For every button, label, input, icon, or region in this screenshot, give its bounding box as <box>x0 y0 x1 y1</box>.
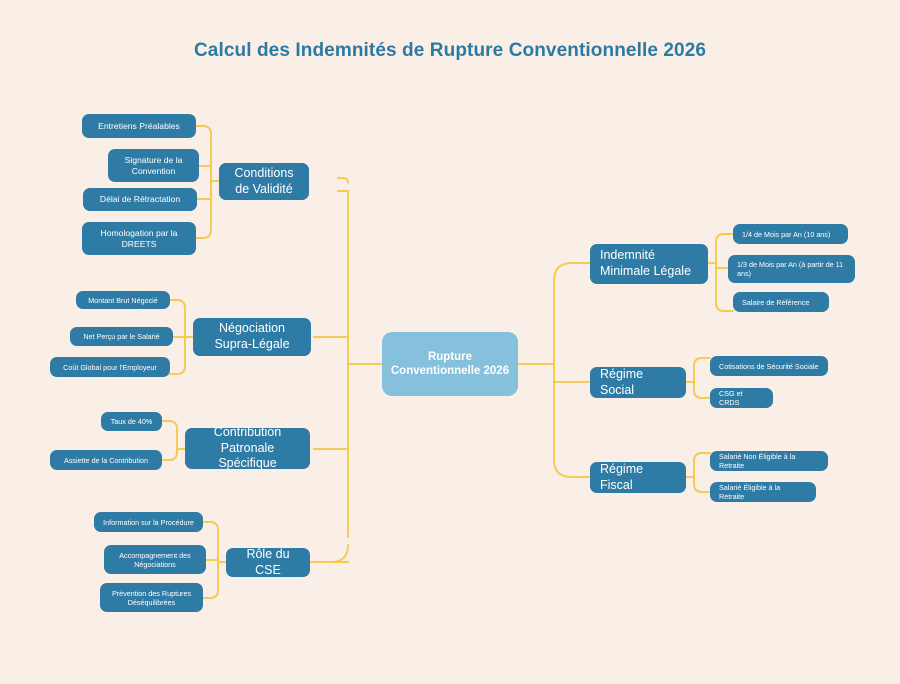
connector-b1-c4 <box>195 229 212 239</box>
leaf-label: Accompagnement des Négociations <box>119 550 191 569</box>
branch-label: Régime Fiscal <box>600 461 644 492</box>
leaf-node-salarie-eligible-retraite[interactable]: Salarié Éligible à la Retraite <box>710 482 816 502</box>
leaf-label: 1/3 de Mois par An (à partir de 11 ans) <box>737 260 844 278</box>
leaf-label: Salaire de Référence <box>742 297 810 307</box>
connector-r2-c2 <box>693 389 711 399</box>
leaf-label: Prévention des Ruptures Déséquilibrées <box>111 588 192 607</box>
root-node-label: Rupture Conventionnelle 2026 <box>390 350 510 377</box>
connector-b2-c1 <box>169 299 186 309</box>
branch-node-conditions-de-validite[interactable]: Conditions de Validité <box>219 163 309 200</box>
leaf-node-quart-mois-par-an[interactable]: 1/4 de Mois par An (10 ans) <box>733 224 848 244</box>
connector-b3-c1 <box>161 420 178 430</box>
leaf-node-delai-retractation[interactable]: Délai de Rétractation <box>83 188 197 211</box>
leaf-node-entretiens-prealables[interactable]: Entretiens Préalables <box>82 114 196 138</box>
leaf-node-salaire-de-reference[interactable]: Salaire de Référence <box>733 292 829 312</box>
branch-node-regime-social[interactable]: Régime Social <box>590 367 686 398</box>
connector-right-branch-1 <box>553 262 591 282</box>
leaf-label: Cotisations de Sécurité Sociale <box>719 361 819 371</box>
connector-r1-c3 <box>715 302 734 312</box>
leaf-label: Salarié Non Éligible à la Retraite <box>719 452 796 470</box>
connector-b2-c3 <box>169 365 186 375</box>
root-node[interactable]: Rupture Conventionnelle 2026 <box>382 332 518 396</box>
branch-label: Indemnité Minimale Légale <box>600 248 692 278</box>
leaf-node-cotisations-securite-sociale[interactable]: Cotisations de Sécurité Sociale <box>710 356 828 376</box>
leaf-node-accompagnement-negociations[interactable]: Accompagnement des Négociations <box>104 545 206 574</box>
leaf-label: Montant Brut Négocié <box>88 295 158 305</box>
branch-node-regime-fiscal[interactable]: Régime Fiscal <box>590 462 686 493</box>
leaf-label: Information sur la Procédure <box>103 517 194 527</box>
connector-b3-c2 <box>161 451 178 461</box>
branch-label: Conditions de Validité <box>234 165 294 196</box>
leaf-label: Entretiens Préalables <box>98 120 180 131</box>
leaf-label: Net Perçu par le Salarié <box>83 332 160 341</box>
leaf-label: Assiette de la Contribution <box>64 455 148 465</box>
connector-b4-c3 <box>202 589 219 599</box>
connector-left-elbow-bottom <box>330 544 349 563</box>
leaf-node-montant-brut-negocie[interactable]: Montant Brut Négocié <box>76 291 170 309</box>
connector-b1-c1 <box>195 125 212 135</box>
connector-left-elbow-top <box>337 177 349 184</box>
leaf-label: CSG et CRDS <box>719 389 743 407</box>
leaf-node-assiette-contribution[interactable]: Assiette de la Contribution <box>50 450 162 470</box>
branch-label: Régime Social <box>600 366 644 397</box>
branch-node-negociation-supra-legale[interactable]: Négociation Supra-Légale <box>193 318 311 356</box>
branch-node-indemnite-minimale-legale[interactable]: Indemnité Minimale Légale <box>590 244 708 284</box>
leaf-label: Taux de 40% <box>110 417 153 426</box>
connector-r3-c2 <box>693 483 711 493</box>
leaf-label: Signature de la Convention <box>124 154 183 176</box>
branch-node-contribution-patronale[interactable]: Contribution Patronale Spécifique <box>185 425 310 471</box>
connector-r2-c1 <box>693 357 711 367</box>
page-title: Calcul des Indemnités de Rupture Convent… <box>193 40 707 61</box>
connector-right-branch-3 <box>553 459 591 478</box>
leaf-node-signature-convention[interactable]: Signature de la Convention <box>108 149 199 182</box>
leaf-node-salarie-non-eligible-retraite[interactable]: Salarié Non Éligible à la Retraite <box>710 451 828 471</box>
leaf-label: Homologation par la DREETS <box>100 227 178 249</box>
branch-node-role-du-cse[interactable]: Rôle du CSE <box>226 546 310 577</box>
leaf-node-csg-crds[interactable]: CSG et CRDS <box>710 388 773 408</box>
leaf-label: Délai de Rétractation <box>99 194 181 205</box>
connector-r3-c1 <box>693 452 711 462</box>
leaf-node-cout-global-employeur[interactable]: Coût Global pour l'Employeur <box>50 357 170 377</box>
leaf-node-net-percu-salarie[interactable]: Net Perçu par le Salarié <box>70 327 173 346</box>
branch-label: Négociation Supra-Légale <box>214 321 290 351</box>
leaf-node-taux-40[interactable]: Taux de 40% <box>101 412 162 431</box>
leaf-node-information-procedure[interactable]: Information sur la Procédure <box>94 512 203 532</box>
leaf-label: Salarié Éligible à la Retraite <box>719 483 781 501</box>
branch-label: Rôle du CSE <box>246 546 290 577</box>
leaf-label: Coût Global pour l'Employeur <box>63 362 157 372</box>
connector-r1-c1 <box>715 233 734 243</box>
leaf-node-tiers-mois-par-an[interactable]: 1/3 de Mois par An (à partir de 11 ans) <box>728 255 855 283</box>
connector-b4-c1 <box>202 521 219 531</box>
branch-label: Contribution Patronale Spécifique <box>213 425 282 471</box>
leaf-node-homologation-dreets[interactable]: Homologation par la DREETS <box>82 222 196 255</box>
leaf-label: 1/4 de Mois par An (10 ans) <box>742 229 831 239</box>
leaf-node-prevention-ruptures[interactable]: Prévention des Ruptures Déséquilibrées <box>100 583 203 612</box>
